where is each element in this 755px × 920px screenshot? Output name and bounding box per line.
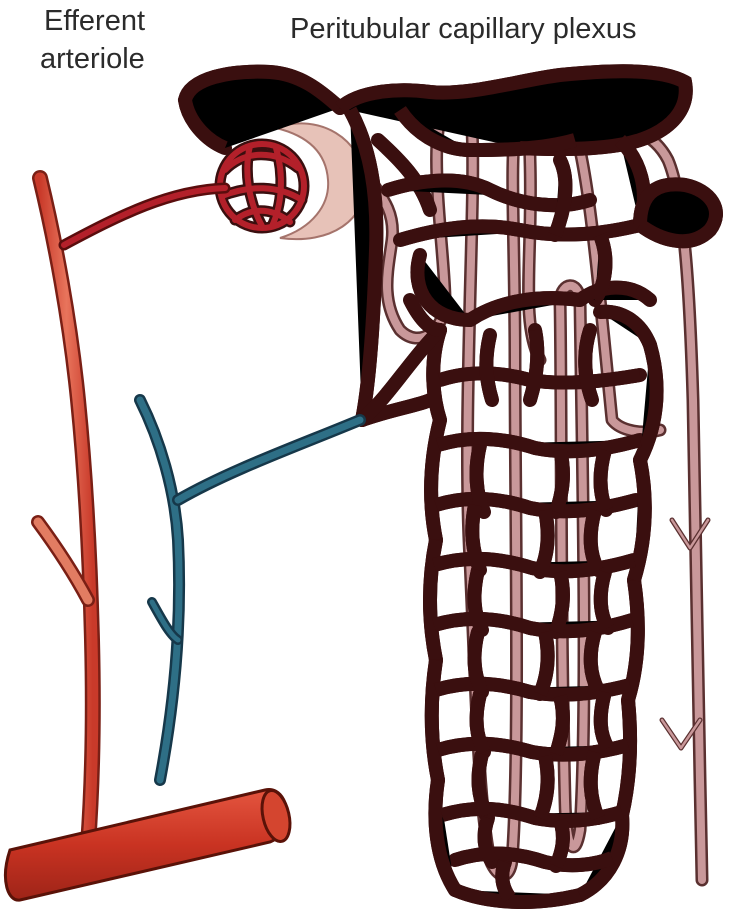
peritubular-capillary-plexus-label: Peritubular capillary plexus — [290, 12, 637, 46]
interlobular-vein — [140, 400, 360, 780]
efferent-arteriole-label-line1: Efferent — [44, 4, 145, 38]
glomerulus — [220, 144, 304, 228]
efferent-arteriole-label-line2: arteriole — [40, 42, 145, 76]
interlobular-artery — [38, 178, 225, 845]
arcuate-vessel — [5, 788, 294, 900]
capillary-fill — [185, 71, 716, 902]
